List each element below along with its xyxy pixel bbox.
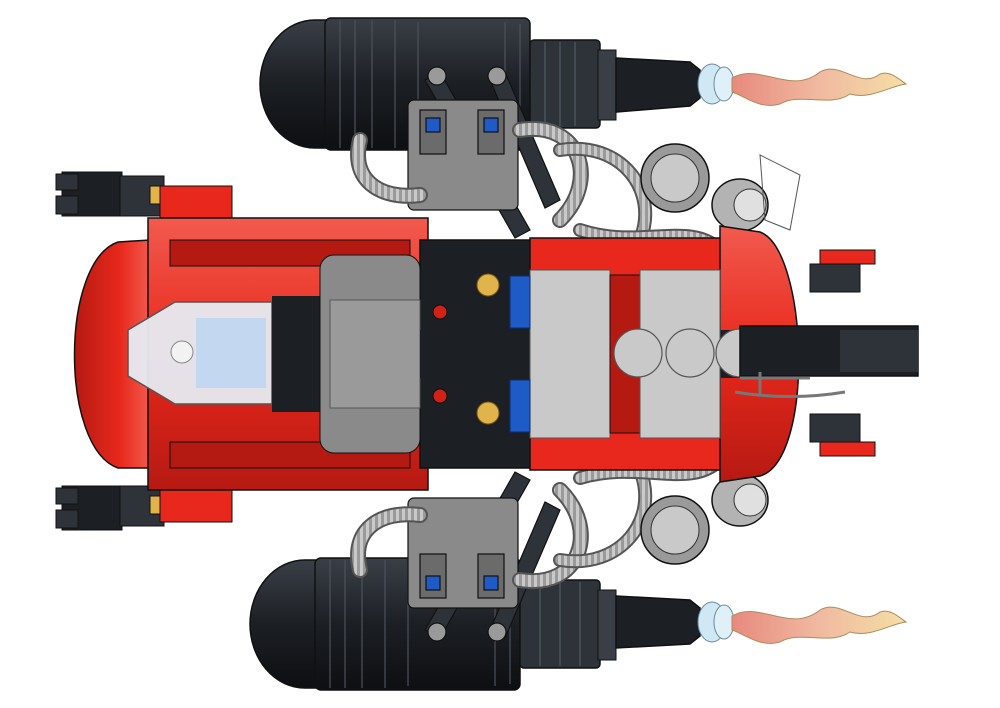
lower-thruster-flame bbox=[731, 606, 908, 644]
upper-thruster-dome bbox=[259, 19, 331, 149]
blue-connectors bbox=[509, 275, 531, 433]
upper-side-turbine bbox=[640, 143, 801, 232]
upper-thruster-coupler bbox=[529, 39, 601, 129]
upper-thruster-gear bbox=[597, 49, 617, 121]
lower-side-turbine bbox=[640, 473, 769, 565]
lower-thruster-dome bbox=[249, 559, 321, 689]
lower-thruster-nozzle bbox=[615, 595, 701, 649]
side-turbines bbox=[640, 143, 801, 565]
pilot-head-icon bbox=[170, 340, 194, 364]
main-hull bbox=[73, 217, 919, 491]
lower-thruster bbox=[249, 557, 908, 691]
crossbow-icon bbox=[734, 372, 846, 398]
gold-studs bbox=[476, 273, 500, 425]
upper-thruster bbox=[259, 17, 908, 151]
hull-nose bbox=[73, 239, 151, 469]
support-struts bbox=[407, 66, 561, 642]
upper-thruster-flame bbox=[731, 68, 908, 106]
cockpit-interior bbox=[196, 318, 266, 388]
upper-thruster-nozzle bbox=[615, 57, 701, 113]
